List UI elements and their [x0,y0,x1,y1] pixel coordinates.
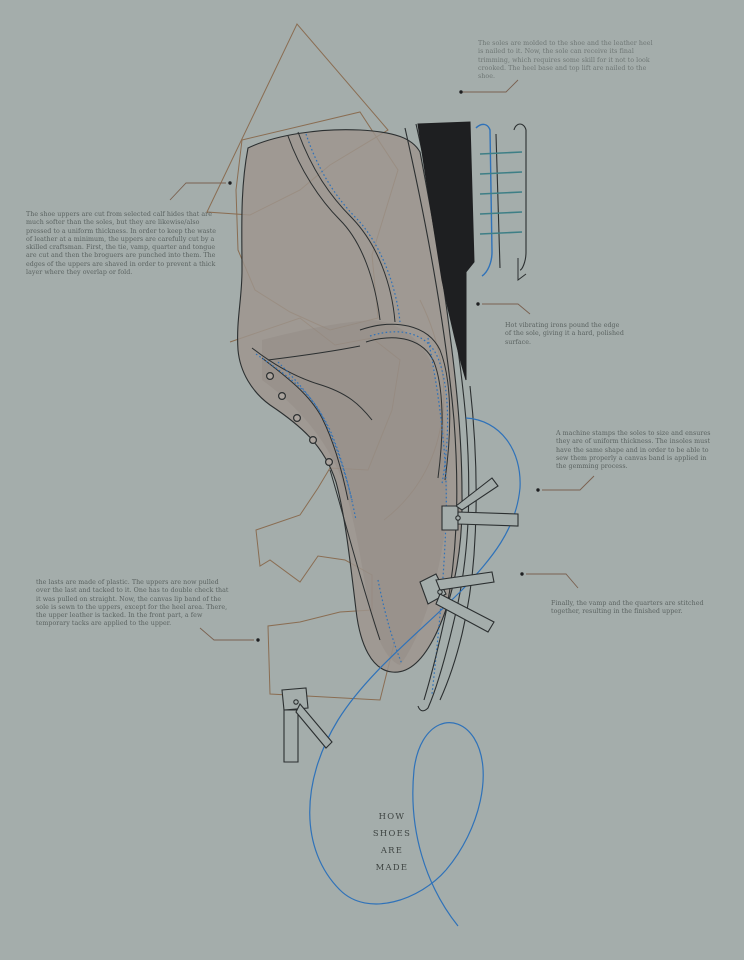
heel-nail [479,231,523,235]
sole-inner [404,127,458,701]
seam-brogue-wing [267,345,361,361]
leader-lasts [199,627,254,641]
thread [309,417,521,927]
note-soles: The soles are molded to the shoe and the… [478,40,653,81]
tacks [281,477,519,763]
title-line-3: ARE [380,845,404,855]
heel-top-lift-inner [517,258,527,281]
thread-loop-upper [309,417,521,905]
leader-uppers [169,182,226,201]
note-lasts: the lasts are made of plastic. The upper… [36,579,229,628]
leader-vamp [526,573,579,589]
note-uppers: The shoe uppers are cut from selected ca… [26,211,217,277]
seam-counter [297,131,396,323]
callout-dots [228,90,540,642]
seam-vamp-line [261,357,349,501]
title-line-1: HOW [378,811,406,821]
tack-middle [419,571,495,633]
diagram-title: HOW SHOES ARE MADE [362,808,422,876]
tack-lower [281,687,333,763]
seam-lower-throat [329,469,381,641]
leader-soles [462,79,519,93]
title-line-4: MADE [375,862,409,872]
eyelet [325,458,334,467]
callout-dot [520,572,524,576]
shoe-upper-leather [237,129,463,673]
heel-lift-outline [495,133,501,269]
shoe-vamp-overlay [262,320,448,665]
eyelet [293,414,302,423]
stitch-lines [255,133,449,695]
heel-block [417,121,475,381]
callout-dot [536,488,540,492]
heel-nail [479,191,523,195]
callout-dot [459,90,463,94]
heel-nails [479,151,523,235]
thread-loop-lower [412,722,484,927]
sole-midline [439,385,477,701]
title-line-2: SHOES [372,828,412,838]
seam-toe-cap [359,323,451,481]
eyelet [309,436,318,445]
note-irons: Hot vibrating irons pound the edge of th… [505,322,624,346]
callout-dot [476,302,480,306]
heel-nail [479,151,523,155]
heel-nail [479,211,523,215]
eyelets [266,372,334,467]
note-vamp: Finally, the vamp and the quarters are s… [551,600,704,616]
seam-toe-cap-inner [365,337,443,479]
seam-collar [287,135,381,321]
tack-upper [441,477,519,531]
note-machine: A machine stamps the soles to size and e… [556,430,711,471]
stitch-collar [305,133,401,323]
heel-nail [479,171,523,175]
callout-leaders [169,79,595,641]
eyelet [266,372,275,381]
eyelet [278,392,287,401]
leader-machine [542,475,595,491]
callout-dot [228,181,232,185]
heel-lifts [475,123,527,281]
callout-dot [256,638,260,642]
heel-top-lift [513,123,527,271]
leader-irons [482,303,531,315]
stitch-lining [377,579,403,665]
upper-seams [251,131,451,641]
heel-lift-blue [475,123,493,277]
